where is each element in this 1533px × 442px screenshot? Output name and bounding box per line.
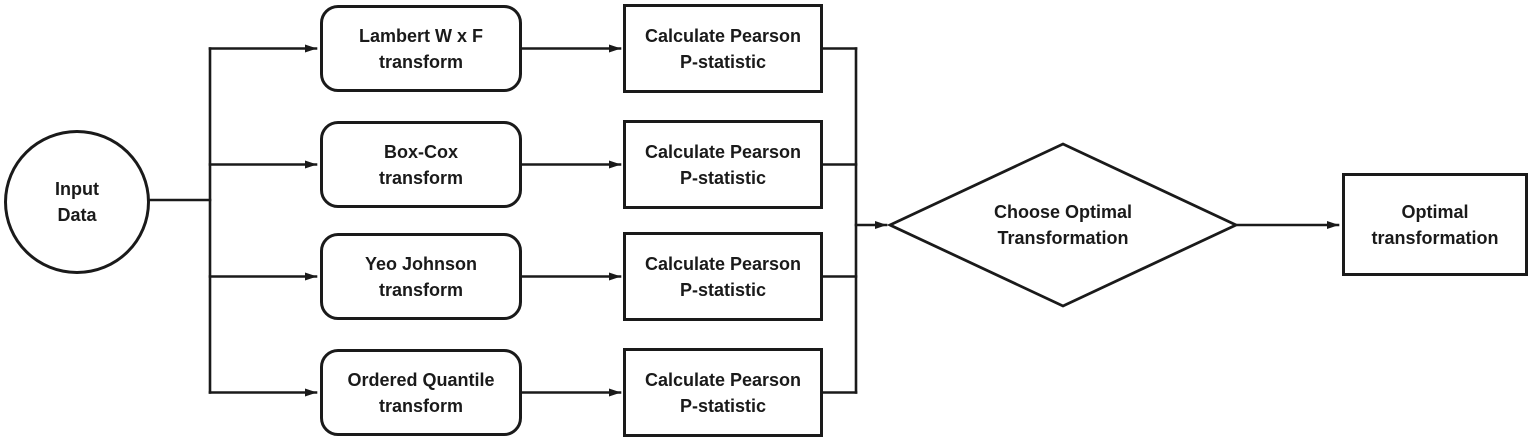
calc-label-line1: Calculate Pearson	[644, 253, 802, 274]
calc-label-line1: Calculate Pearson	[644, 369, 802, 390]
calc-label-line2: P-statistic	[679, 51, 767, 72]
transform-label-line2: transform	[378, 167, 463, 188]
transform-label-line1: Lambert W x F	[358, 25, 483, 46]
transform-label-line1: Yeo Johnson	[364, 253, 478, 274]
transform-label-line1: Ordered Quantile	[347, 369, 495, 390]
decision-label-line1: Choose Optimal	[993, 202, 1132, 222]
calc-label-line1: Calculate Pearson	[644, 141, 802, 162]
calc-label-line1: Calculate Pearson	[644, 25, 802, 46]
output-label-line1: Optimal	[1401, 201, 1469, 222]
calc-pearson-node-1: Calculate Pearson P-statistic	[623, 4, 823, 93]
calc-pearson-node-4: Calculate Pearson P-statistic	[623, 348, 823, 437]
transform-label-line1: Box-Cox	[383, 141, 458, 162]
decision-diamond-shape	[886, 142, 1240, 308]
transform-label-line2: transform	[378, 51, 463, 72]
decision-label-line2: Transformation	[997, 228, 1129, 248]
input-data-node: Input Data	[4, 130, 150, 274]
input-data-label-line2: Data	[57, 205, 97, 225]
transform-label-line2: transform	[378, 279, 463, 300]
transform-node-boxcox: Box-Cox transform	[320, 121, 522, 208]
calc-pearson-node-3: Calculate Pearson P-statistic	[623, 232, 823, 321]
transform-label-line2: transform	[378, 395, 463, 416]
decision-node-label: Choose Optimal Transformation	[945, 183, 1181, 267]
transform-node-lambert: Lambert W x F transform	[320, 5, 522, 92]
calc-label-line2: P-statistic	[679, 279, 767, 300]
transform-node-orderedquantile: Ordered Quantile transform	[320, 349, 522, 436]
calc-label-line2: P-statistic	[679, 395, 767, 416]
output-node: Optimal transformation	[1342, 173, 1528, 276]
transform-node-yeojohnson: Yeo Johnson transform	[320, 233, 522, 320]
calc-pearson-node-2: Calculate Pearson P-statistic	[623, 120, 823, 209]
output-label-line2: transformation	[1371, 227, 1499, 248]
input-data-label-line1: Input	[55, 179, 99, 199]
calc-label-line2: P-statistic	[679, 167, 767, 188]
